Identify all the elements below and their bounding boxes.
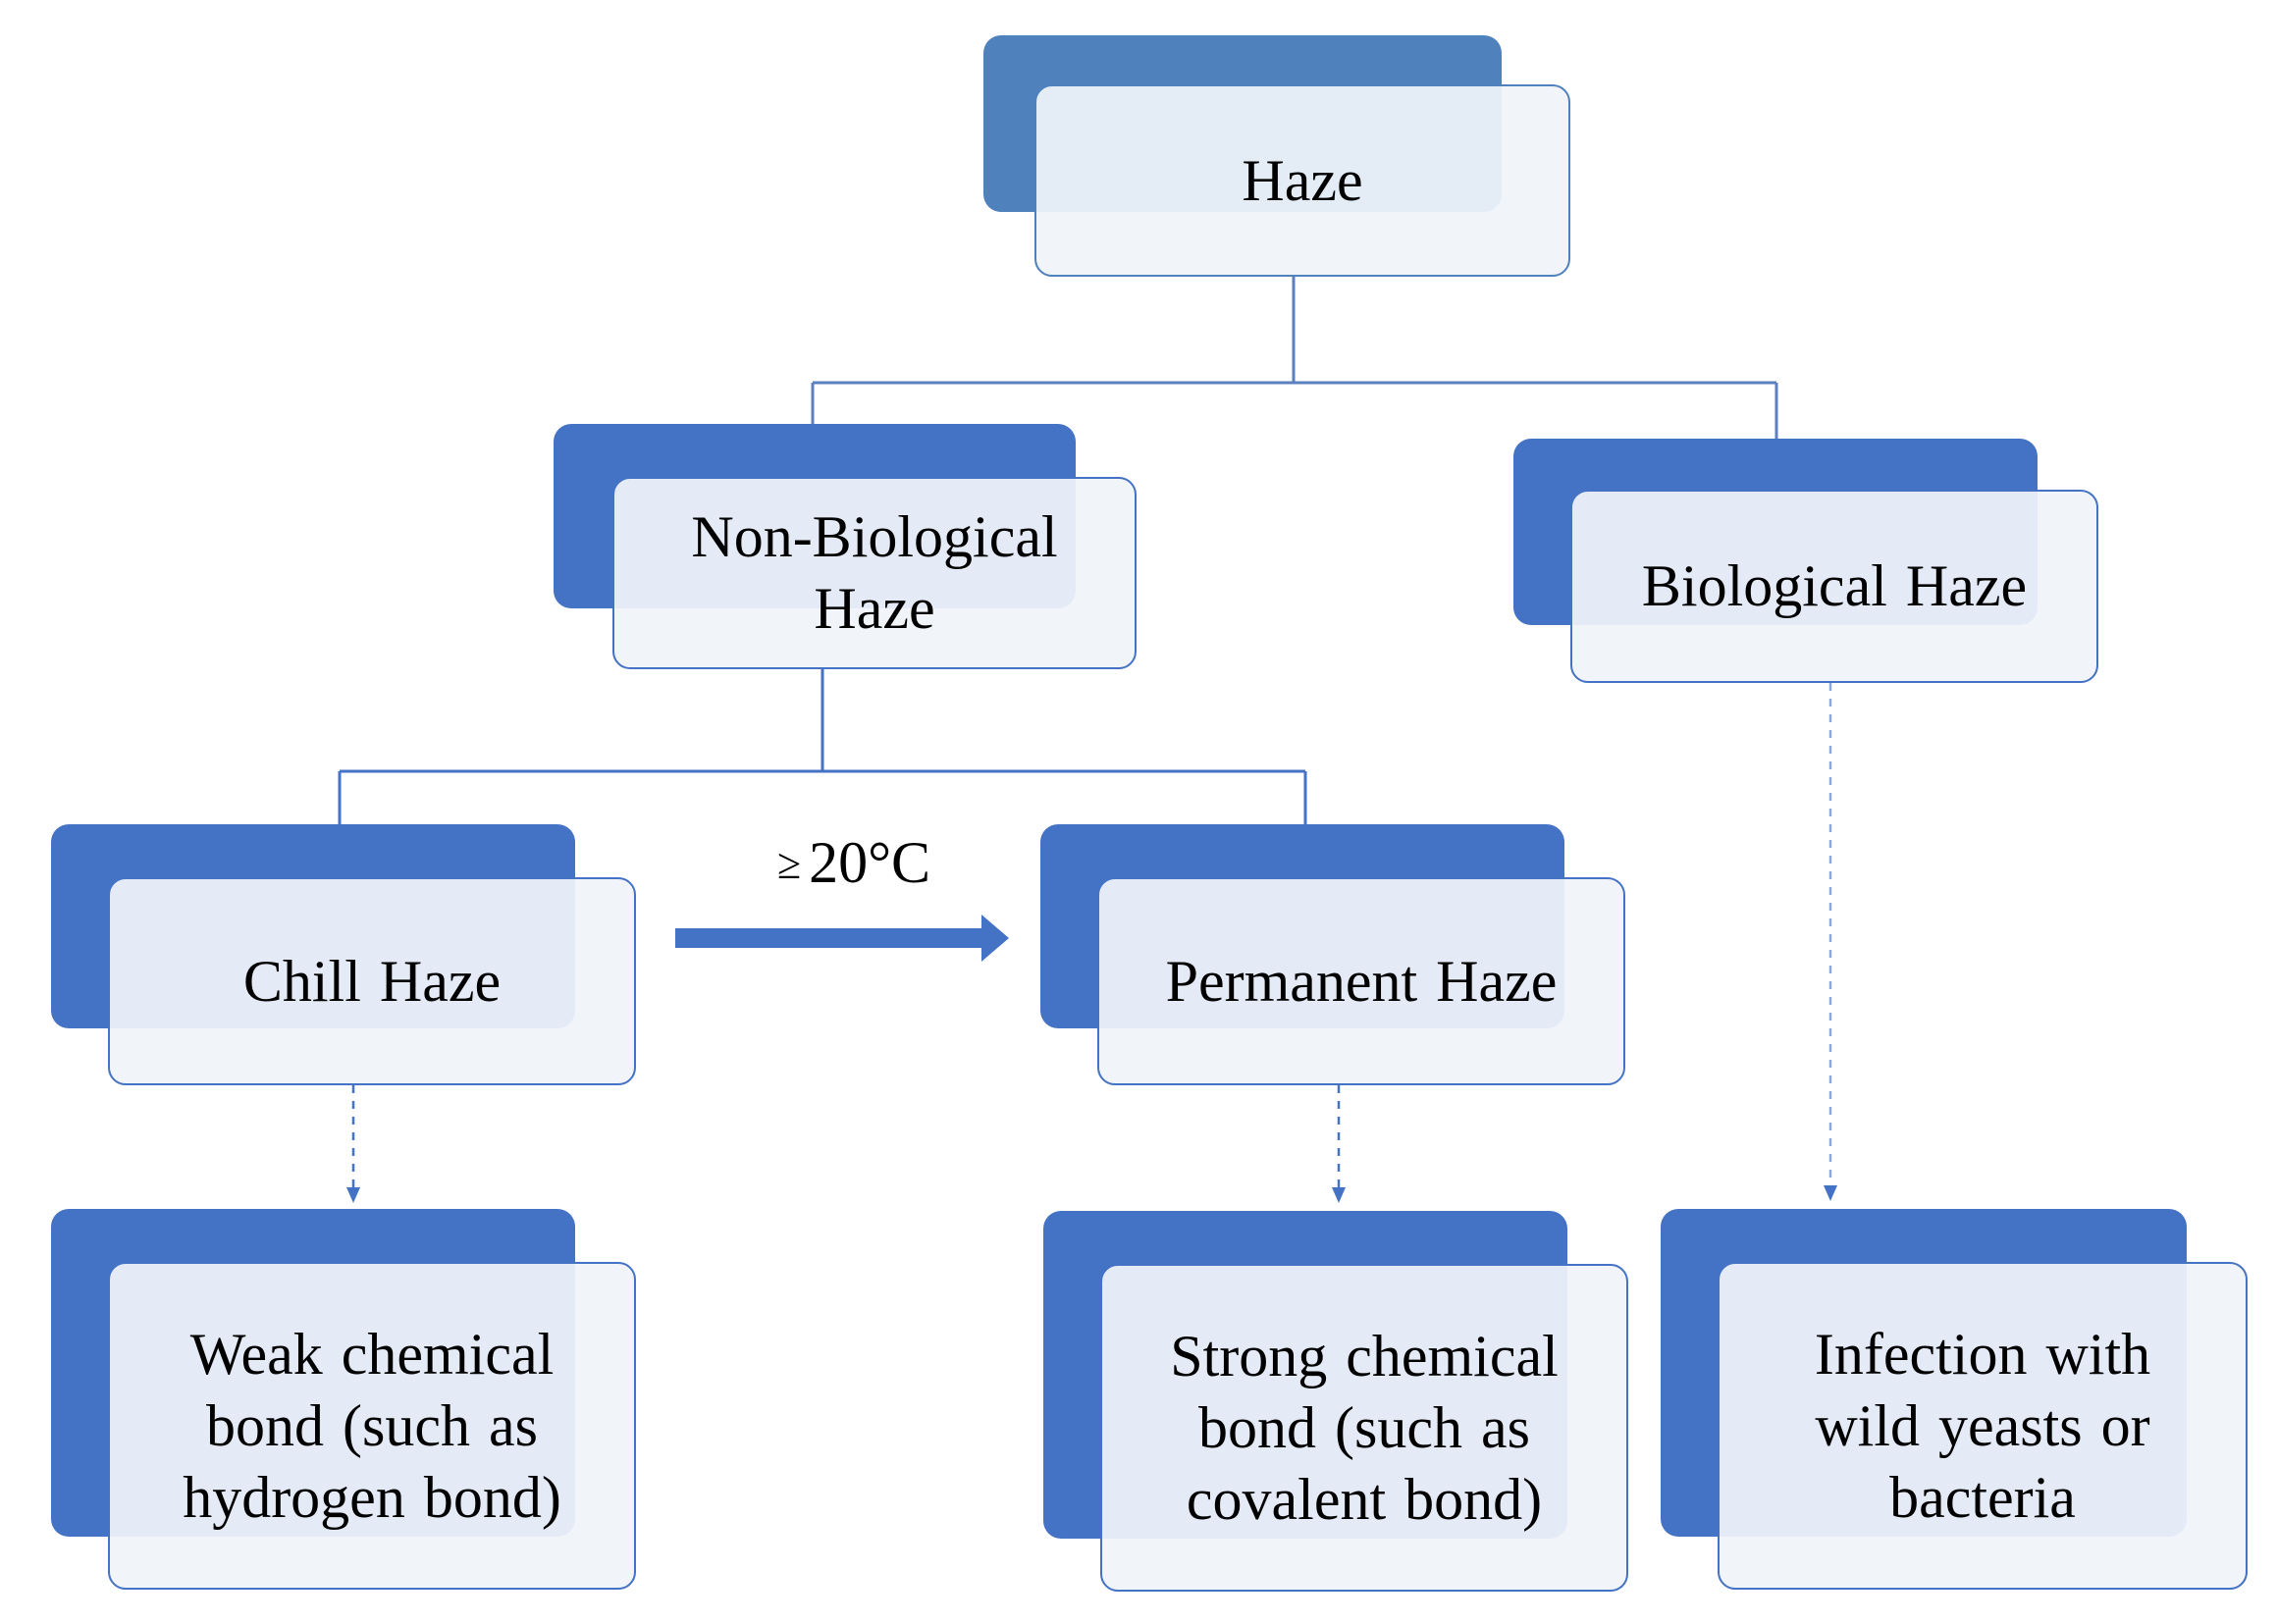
node-biological-label: Biological Haze bbox=[1641, 553, 2028, 618]
node-non-biological-label: Non-Biological Haze bbox=[691, 504, 1058, 641]
node-weak-bond-label: Weak chemical bond (such as hydrogen bon… bbox=[183, 1321, 561, 1530]
node-haze-box: Haze bbox=[1034, 84, 1570, 277]
dashed-arrowhead-permanent bbox=[1332, 1187, 1346, 1203]
node-infection-label: Infection with wild yeasts or bacteria bbox=[1814, 1321, 2151, 1530]
node-strong-chemical-bond: Strong chemical bond (such as covalent b… bbox=[1043, 1211, 1628, 1592]
node-chill-label: Chill Haze bbox=[242, 948, 502, 1014]
node-biological-haze: Biological Haze bbox=[1513, 439, 2098, 683]
transition-label: ≥20°C bbox=[687, 829, 1021, 897]
node-infection-box: Infection with wild yeasts or bacteria bbox=[1718, 1262, 2248, 1590]
node-permanent-haze: Permanent Haze bbox=[1040, 824, 1625, 1085]
node-chill-haze: Chill Haze bbox=[51, 824, 636, 1085]
node-strong-bond-label: Strong chemical bond (such as covalent b… bbox=[1170, 1323, 1559, 1532]
transition-symbol: ≥ bbox=[776, 840, 802, 888]
transition-temperature: 20°C bbox=[809, 830, 931, 895]
node-weak-chemical-bond: Weak chemical bond (such as hydrogen bon… bbox=[51, 1209, 636, 1590]
dashed-arrowhead-chill bbox=[346, 1187, 360, 1203]
node-strong-bond-box: Strong chemical bond (such as covalent b… bbox=[1100, 1264, 1628, 1592]
transition-arrow bbox=[675, 915, 1009, 962]
node-infection: Infection with wild yeasts or bacteria bbox=[1661, 1209, 2248, 1590]
node-biological-box: Biological Haze bbox=[1570, 490, 2098, 683]
node-non-biological-haze: Non-Biological Haze bbox=[554, 424, 1137, 669]
node-permanent-label: Permanent Haze bbox=[1165, 948, 1558, 1014]
dashed-arrowhead-bio bbox=[1824, 1185, 1837, 1201]
node-permanent-box: Permanent Haze bbox=[1097, 877, 1625, 1085]
node-chill-box: Chill Haze bbox=[108, 877, 636, 1085]
node-haze-label: Haze bbox=[1242, 147, 1363, 213]
haze-to-children-connector bbox=[811, 277, 1778, 439]
node-haze: Haze bbox=[983, 35, 1572, 277]
node-weak-bond-box: Weak chemical bond (such as hydrogen bon… bbox=[108, 1262, 636, 1590]
node-non-biological-box: Non-Biological Haze bbox=[612, 477, 1137, 669]
nonbio-to-children-connector bbox=[338, 669, 1307, 824]
